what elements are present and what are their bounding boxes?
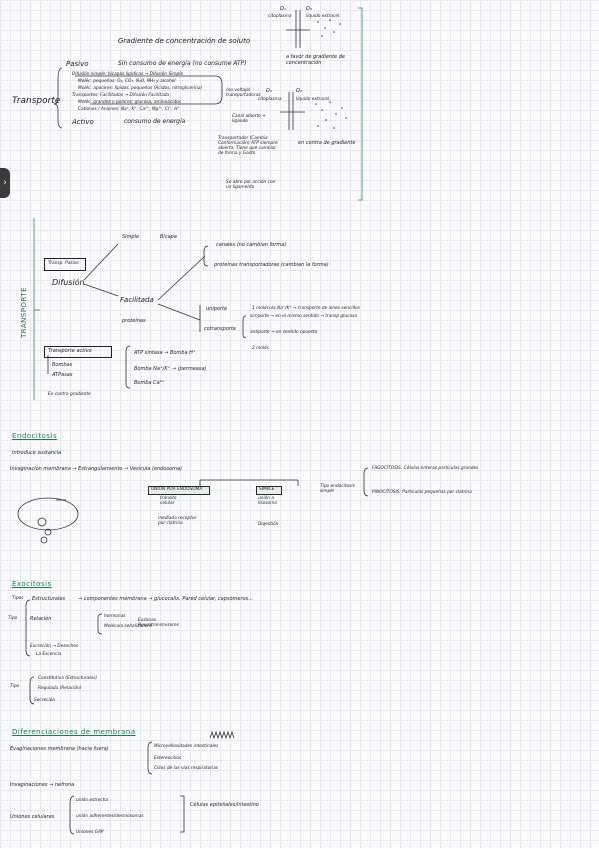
transito-label: tránsito celular bbox=[160, 496, 177, 506]
invaginacion-line: Invaginación membrana → Estrangulamiento… bbox=[10, 466, 182, 472]
d1-label-2: D₁ bbox=[266, 88, 272, 94]
uniporte-label: uniporte bbox=[206, 306, 228, 312]
transp-pasivo-label: Transp. Pasivo bbox=[48, 261, 79, 266]
transp-activo-label: Transporte activo bbox=[48, 348, 92, 354]
excrecion-line: Excreción → Desechos bbox=[30, 644, 79, 649]
uniones-label: Uniones celulares bbox=[10, 814, 55, 820]
enzimas-label: Enzimas Neurotransmisores bbox=[138, 618, 179, 628]
canal-abierto: Canal abierto + ligando bbox=[232, 114, 266, 124]
atpasas-label: ATPasas bbox=[52, 372, 73, 378]
proteinas-transp-label: proteínas transportadoras (cambian la fo… bbox=[214, 262, 329, 268]
transp-pasivo-box bbox=[44, 258, 86, 271]
invaginaciones-line: Invaginaciones → nefrona bbox=[10, 782, 75, 788]
pasivo-desc: Sin consumo de energía (no consume ATP) bbox=[118, 60, 247, 67]
no-abre: Se abre por acción con un ligamento bbox=[226, 180, 276, 190]
pasivo-label: Pasivo bbox=[66, 60, 89, 68]
introduce-label: Introduce sustancia bbox=[12, 450, 62, 456]
la-escencia: La Escencia bbox=[36, 652, 62, 657]
simple-box-label: SIMPLE bbox=[259, 487, 275, 492]
transporte-title: Transporte bbox=[12, 96, 61, 106]
contra-gradiente: en contra de gradiente bbox=[298, 140, 356, 146]
facilitada-line: Transportes: Facilitados → Difusión Faci… bbox=[72, 93, 170, 98]
d1-label: D₁ bbox=[280, 6, 286, 12]
tipo-label: Tipo bbox=[8, 616, 18, 621]
union-estrecha: unión estrecha bbox=[76, 798, 109, 803]
simporte-line: simporte → en el mismo sentido → transp … bbox=[250, 314, 357, 319]
antiporte-line: antiporte → en sentido opuesto bbox=[250, 330, 318, 335]
simple-label: Simple bbox=[122, 234, 140, 240]
evaginaciones-line: Evaginaciones membrana (hacia fuera) bbox=[10, 746, 109, 752]
uniporte-desc: 1 molécula Na⁺/K⁺ → transporte de iones … bbox=[252, 306, 360, 311]
endocitosis-title: Endocitosis bbox=[12, 432, 58, 440]
chevron-right-icon: › bbox=[3, 178, 7, 188]
union-endosoma-label: UNIÓN POR ENDOSOMA bbox=[151, 487, 203, 492]
canales-label: canales (no cambian forma) bbox=[216, 242, 287, 248]
microvellosidades-label: Microvellosidades intestinales bbox=[154, 744, 219, 749]
celulas-epiteliales: Células epiteliales/intestino bbox=[190, 802, 259, 808]
union-endosoma-box bbox=[148, 486, 210, 495]
mol-grandes: Moléc. grandes y polares: glucosa, amino… bbox=[78, 100, 182, 105]
difusion-label: Difusión bbox=[52, 278, 85, 287]
union-lis-label: unión a lisosoma bbox=[258, 496, 277, 506]
diferenciaciones-title: Diferenciaciones de membrana bbox=[12, 728, 136, 736]
sidebar-toggle[interactable]: › bbox=[0, 168, 10, 198]
favor-gradiente: a favor de gradiente de concentración bbox=[286, 54, 345, 66]
mol-pequenas: Moléc. pequeñas: O₂, CO₂, N₂O, NH₃ y alc… bbox=[78, 79, 176, 84]
proteinas-label: proteínas bbox=[122, 318, 146, 324]
atp-line: ATP sintasa → Bomba H⁺ bbox=[134, 350, 196, 356]
tipo-endo-label: Tipo endocitosis simple bbox=[320, 484, 355, 494]
bicapa-label: Bicapa bbox=[160, 234, 177, 240]
difusion-line: Difusión simple: bicapas lipídicas → Dif… bbox=[72, 72, 184, 77]
constitutiva-label: Constitutiva (Estructurales) bbox=[38, 676, 98, 681]
bomba-note: Transportador (Cambia Conformación) ATP … bbox=[218, 136, 278, 156]
relacion-label: Relación bbox=[30, 616, 52, 622]
uniones-gap: Uniones GAP bbox=[76, 830, 104, 835]
liquido-extra-label: líquido extracel. bbox=[306, 14, 341, 19]
d2-label: D₂ bbox=[306, 6, 312, 12]
mol-apolares: Moléc. apolares: lípidos, pequeños (Ácid… bbox=[78, 86, 203, 91]
bombas-label: Bombas bbox=[52, 362, 73, 368]
bomba-ca-line: Bomba Ca²⁺ bbox=[134, 380, 165, 386]
pinocitosis-line: PINOCITOSIS: Partículas pequeñas por cla… bbox=[372, 490, 472, 495]
sidebar-transporte-label: TRANSPORTE bbox=[20, 286, 28, 338]
gradiente-title: Gradiente de concentración de soluto bbox=[118, 37, 251, 45]
citoplasma-label-2: citoplasma bbox=[258, 97, 282, 102]
tipos-label: Tipos bbox=[12, 596, 24, 601]
en-contra-label: En contra gradiente bbox=[48, 392, 91, 397]
tipo-label-2: Tipo bbox=[10, 684, 20, 689]
estructurales-label: Estructurales bbox=[32, 596, 66, 602]
union-adherente: unión adherentes/desmosomas bbox=[76, 814, 144, 819]
estereocilios-label: Estereocilios bbox=[154, 756, 182, 761]
simple-box bbox=[256, 486, 282, 495]
mediada-label: mediada receptor por clatrina bbox=[158, 516, 197, 526]
no-voltaje: (no voltaje) transportadoras bbox=[226, 88, 261, 98]
activo-desc: consumo de energía bbox=[124, 118, 186, 125]
cilios-label: Cilios de las vías respiratorias bbox=[154, 766, 219, 771]
fagocitosis-line: FAGOCITOSIS: Células enteras partículas … bbox=[372, 466, 479, 471]
transp-activo-box bbox=[44, 346, 112, 358]
exocitosis-title: Exocitosis bbox=[12, 580, 52, 588]
moleculas-label: Molécula señalizadora bbox=[104, 624, 152, 629]
hormonas-label: hormonas bbox=[104, 614, 126, 619]
cationes: Cationes / Aniones: Na⁺, K⁺, Ca²⁺, Mg²⁺,… bbox=[78, 107, 180, 112]
bomba-na-line: Bomba Na⁺/K⁺ → (permeasa) bbox=[134, 366, 207, 372]
dos-moles: 2 moléc. bbox=[252, 346, 271, 351]
citoplasma-label: citoplasma bbox=[268, 14, 292, 19]
regulada-label: Regulada (Relación) bbox=[38, 686, 82, 691]
activo-label: Activo bbox=[72, 118, 94, 126]
facilitada-label: Facilitada bbox=[120, 296, 154, 304]
liquido-extra-label-2: líquido extracel. bbox=[296, 97, 331, 102]
estructurales-desc: → componentes membrana → glucocalix. Par… bbox=[78, 596, 253, 602]
secrecion-label: Secreción bbox=[34, 698, 56, 703]
digestion-label: Digestión bbox=[258, 522, 279, 527]
cotransporte-label: cotransporte bbox=[204, 326, 236, 332]
d2-label-2: D₂ bbox=[296, 88, 302, 94]
